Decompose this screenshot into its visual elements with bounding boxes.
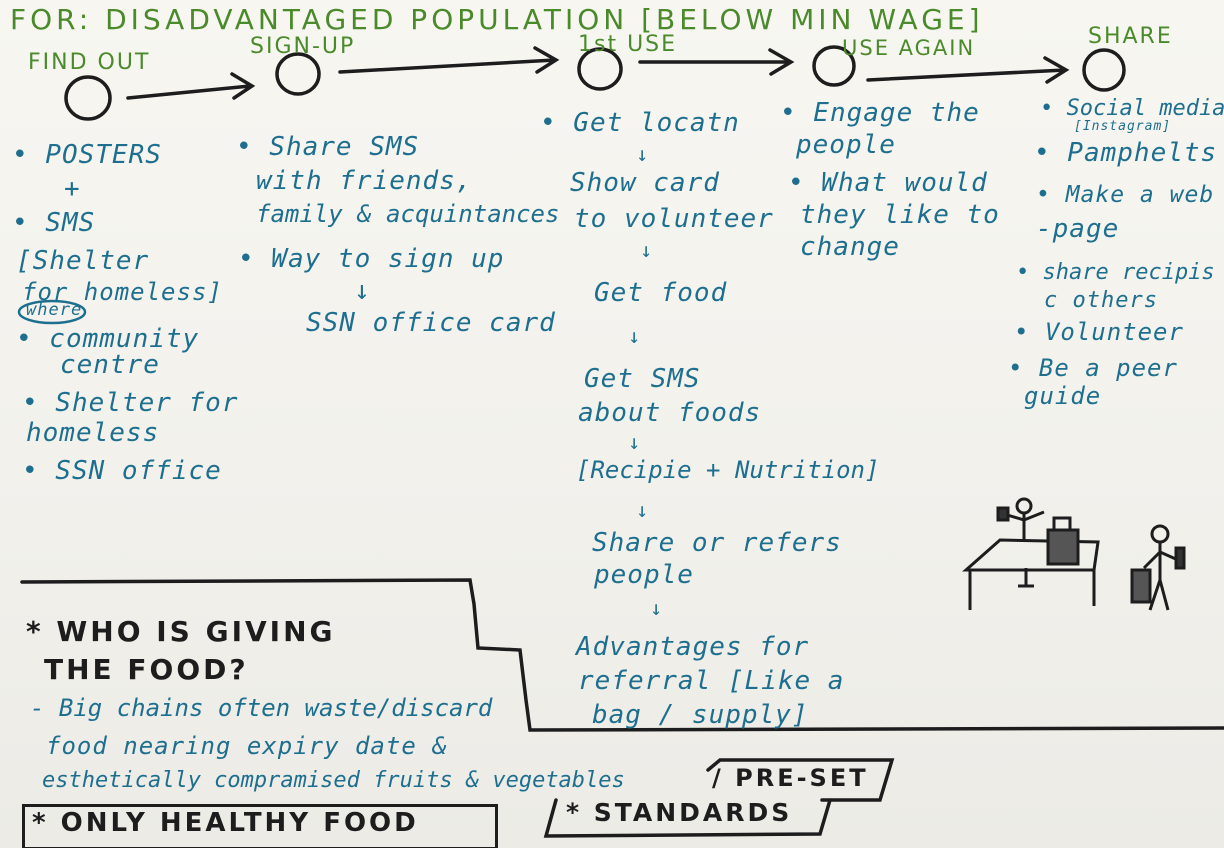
food-stall-drawing: [962, 497, 1186, 611]
arrow-4: [866, 56, 1070, 84]
giving-line-3: esthetically compramised fruits & vegeta…: [42, 768, 625, 793]
find-out-item-shelter-for: • Shelter for: [22, 388, 239, 418]
section-divider: [20, 578, 1224, 732]
sign-up-item-way-to-sign-up: • Way to sign up: [238, 244, 505, 274]
board-title: FOR: DISADVANTAGED POPULATION [BELOW MIN…: [10, 3, 984, 36]
stage-circle-find-out: [64, 75, 112, 121]
stage-label-first-use: 1st USE: [578, 32, 678, 57]
first-use-item-to-volunteer: to volunteer: [574, 204, 774, 234]
share-item-guide: guide: [1024, 382, 1102, 410]
giving-heading-1: * WHO IS GIVING: [26, 615, 336, 648]
share-item-others: c others: [1044, 288, 1158, 313]
stage-circle-sign-up: [275, 52, 321, 96]
arrow-3: [638, 48, 795, 76]
footer-standards: * STANDARDS: [566, 798, 793, 827]
find-out-item-community: • community: [16, 324, 200, 354]
share-item-instagram: [Instagram]: [1074, 119, 1172, 134]
first-use-item-referral: referral [Like a: [578, 666, 845, 696]
use-again-item-change: change: [800, 232, 900, 262]
use-again-item-what-would: • What would: [788, 168, 988, 198]
stage-label-share: SHARE: [1088, 24, 1173, 49]
first-use-arrow-1: ↓: [636, 142, 650, 166]
giving-line-2: food nearing expiry date &: [46, 732, 448, 760]
first-use-arrow-6: ↓: [650, 596, 664, 620]
where-highlight: [17, 299, 87, 325]
first-use-item-get-food: Get food: [594, 278, 728, 308]
footer-box-preset: [706, 758, 895, 802]
stage-circle-first-use: [577, 47, 623, 91]
first-use-item-recipe-nutrition: [Recipie + Nutrition]: [576, 456, 880, 484]
first-use-item-show-card: Show card: [570, 168, 720, 198]
first-use-item-get-sms: Get SMS: [584, 364, 701, 394]
giving-heading-2: THE FOOD?: [44, 653, 249, 686]
share-item-share-recipes: • share recipis: [1016, 260, 1215, 285]
footer-only-healthy-food: * ONLY HEALTHY FOOD: [32, 808, 419, 838]
share-item-make-web: • Make a web: [1036, 182, 1215, 208]
share-item-volunteer: • Volunteer: [1014, 318, 1184, 346]
use-again-item-engage: • Engage the: [780, 98, 980, 128]
stage-label-find-out: FIND OUT: [28, 50, 151, 75]
sign-up-item-family: family & acquintances: [256, 200, 560, 228]
share-item-page: -page: [1036, 214, 1120, 244]
find-out-item-shelter: [Shelter: [16, 246, 150, 276]
arrow-2: [338, 46, 560, 74]
sign-up-item-share-sms: • Share SMS: [236, 132, 420, 162]
first-use-item-share-or-refers: Share or refers: [592, 528, 842, 558]
first-use-item-bag-supply: bag / supply]: [592, 700, 809, 730]
first-use-arrow-4: ↓: [628, 430, 642, 454]
find-out-item-homeless: for homeless]: [22, 278, 223, 306]
first-use-arrow-5: ↓: [636, 498, 650, 522]
use-again-item-they-like: they like to: [800, 200, 1000, 230]
first-use-arrow-3: ↓: [628, 324, 642, 348]
find-out-item-plus: +: [64, 174, 81, 204]
sign-up-item-friends: with friends,: [256, 166, 473, 196]
footer-preset: / PRE-SET: [712, 764, 869, 792]
first-use-item-people: people: [594, 560, 694, 590]
first-use-item-about-foods: about foods: [578, 398, 762, 428]
find-out-item-centre: centre: [60, 350, 160, 380]
stage-label-sign-up: SIGN-UP: [250, 34, 356, 59]
find-out-item-sms: • SMS: [12, 208, 96, 238]
stage-circle-share: [1082, 48, 1126, 92]
stage-label-use-again: USE AGAIN: [842, 36, 976, 60]
share-item-social-media: • Social media: [1040, 96, 1224, 121]
giving-line-1: - Big chains often waste/discard: [30, 694, 493, 722]
arrow-1: [126, 72, 256, 100]
find-out-item-where: where: [26, 300, 83, 320]
first-use-arrow-2: ↓: [640, 238, 654, 262]
use-again-item-people: people: [796, 130, 896, 160]
find-out-item-posters: • POSTERS: [12, 140, 162, 170]
share-item-peer: • Be a peer: [1008, 354, 1178, 382]
first-use-item-advantages: Advantages for: [576, 632, 810, 662]
first-use-item-get-location: • Get locatn: [540, 108, 740, 138]
share-item-pamphlets: • Pamphelts: [1034, 138, 1218, 168]
sign-up-item-arrow: ↓: [354, 276, 371, 306]
stage-circle-use-again: [812, 45, 856, 87]
sign-up-item-ssn-card: SSN office card: [306, 308, 556, 338]
find-out-item-homeless-2: homeless: [26, 418, 160, 448]
footer-box-right: [543, 798, 832, 838]
find-out-item-ssn-office: • SSN office: [22, 456, 222, 486]
